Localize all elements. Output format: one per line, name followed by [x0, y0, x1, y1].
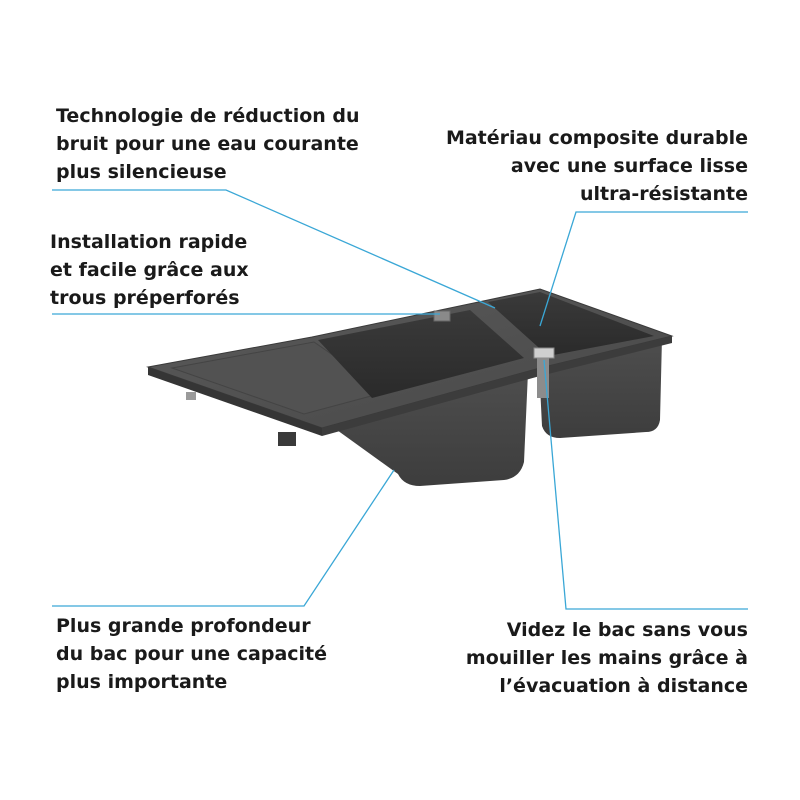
callout-quick-install: Installation rapide et facile grâce aux … — [50, 228, 249, 312]
leader-line-material — [539, 211, 748, 327]
fixing-clip-icon — [186, 392, 196, 400]
right-bowl-opening — [488, 292, 654, 356]
callout-line: Technologie de réduction du — [56, 105, 360, 127]
callout-remote-drain: Videz le bac sans vous mouiller les main… — [466, 616, 748, 700]
callout-line: Installation rapide — [50, 231, 248, 253]
leader-line-drain — [543, 359, 748, 610]
callout-line: et facile grâce aux — [50, 259, 249, 281]
leader-line-noise — [52, 189, 496, 309]
left-bowl-opening — [318, 310, 524, 398]
callout-line: mouiller les mains grâce à — [465, 647, 748, 669]
callout-line: trous préperforés — [50, 287, 240, 309]
callout-bowl-depth: Plus grande profondeur du bac pour une c… — [56, 612, 327, 696]
leader-line-depth — [52, 469, 395, 607]
callout-noise-reduction: Technologie de réduction du bruit pour u… — [56, 102, 360, 186]
callout-line: du bac pour une capacité — [56, 643, 328, 665]
callout-line: avec une surface lisse — [510, 155, 748, 177]
callout-line: ultra-résistante — [580, 183, 748, 205]
tap-hole-icon — [433, 310, 451, 322]
fixing-bracket-icon — [278, 432, 296, 446]
callout-line: plus importante — [56, 671, 228, 693]
callout-line: Videz le bac sans vous — [506, 619, 748, 641]
callout-line: bruit pour une eau courante — [56, 133, 359, 155]
left-bowl — [330, 372, 528, 486]
callout-line: l’évacuation à distance — [499, 675, 748, 697]
callout-composite-material: Matériau composite durable avec une surf… — [446, 124, 748, 208]
callout-line: Matériau composite durable — [445, 127, 748, 149]
callout-line: Plus grande profondeur — [56, 615, 311, 637]
leader-lines — [52, 189, 748, 610]
callout-line: plus silencieuse — [56, 161, 227, 183]
